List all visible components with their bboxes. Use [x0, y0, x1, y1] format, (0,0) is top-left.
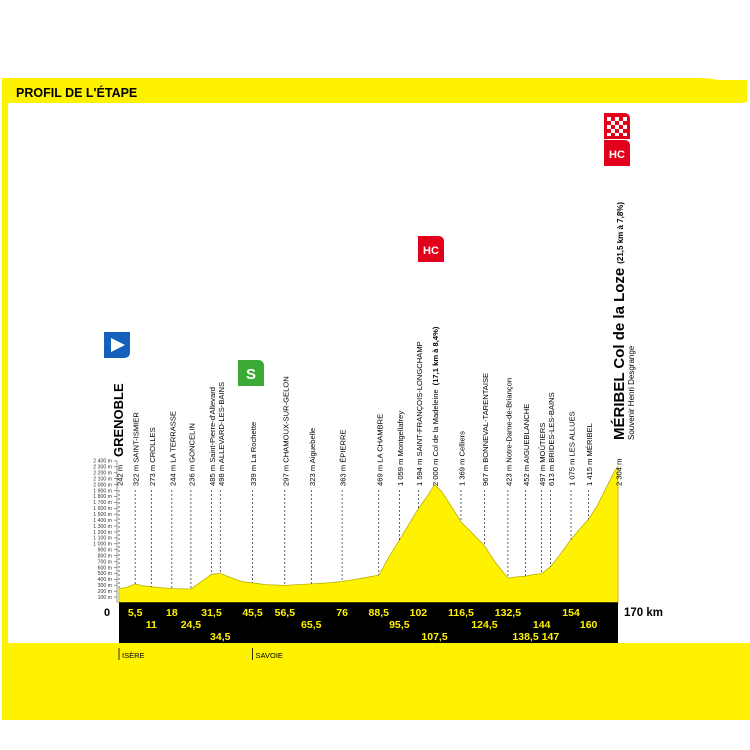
km-label: 65,5 [301, 619, 322, 631]
km-label: 88,5 [369, 607, 390, 619]
place-label: 322 m SAINT-ISMIER [132, 412, 141, 486]
place-label: 2 304 m [615, 459, 624, 486]
km-label: 34,5 [210, 631, 231, 643]
y-tick-label: 2 100 m [93, 476, 112, 482]
y-tick-label: 100 m [98, 595, 112, 601]
y-tick-label: 2 000 m [93, 482, 112, 488]
km-label: 24,5 [181, 619, 202, 631]
y-tick-label: 1 000 m [93, 542, 112, 548]
y-tick-label: 1 700 m [93, 500, 112, 506]
place-label: 967 m BONNEVAL-TARENTAISE [481, 373, 490, 486]
place-label: 242 m [116, 465, 125, 486]
km-label: 138,5 [512, 631, 538, 643]
profile-area [118, 465, 619, 604]
white-panel [8, 103, 750, 643]
place-label: 297 m CHAMOUX-SUR-GELON [281, 376, 290, 486]
km-label: 147 [542, 631, 560, 643]
km-label: 56,5 [275, 607, 296, 619]
place-label: 498 m ALLEVARD-LES-BAINS [217, 382, 226, 486]
region-label: SAVOIE [256, 651, 283, 660]
place-label: 1 059 m Montgellafrey [396, 411, 405, 486]
y-tick-label: 1 800 m [93, 494, 112, 500]
km-label: 5,5 [128, 607, 143, 619]
y-tick-label: 800 m [98, 553, 112, 559]
place-label: 469 m LA CHAMBRE [375, 414, 384, 486]
y-tick-label: 2 300 m [93, 465, 112, 471]
place-label: 1 594 m SAINT-FRANÇOIS-LONGCHAMP [415, 341, 424, 486]
hc-badge-loze-label: HC [609, 149, 625, 161]
y-tick-label: 900 m [98, 548, 112, 554]
km-label: 45,5 [242, 607, 263, 619]
hc-badge-loze: HC [604, 140, 630, 166]
km-label: 107,5 [421, 631, 447, 643]
place-label: 613 m BRIDES-LES-BAINS [547, 392, 556, 486]
place-label: 423 m Notre-Dame-de-Briançon [504, 378, 513, 486]
place-label: 1 369 m Celliers [458, 431, 467, 486]
finish-climb-detail: (21,5 km à 7,8%) [616, 202, 625, 264]
place-label: 323 m Aiguebelle [308, 428, 317, 486]
sprint-badge: S [238, 360, 264, 386]
page-title: PROFIL DE L'ÉTAPE [16, 85, 137, 100]
km-label: 11 [146, 619, 157, 631]
y-tick-label: 1 200 m [93, 530, 112, 536]
y-tick-label: 400 m [98, 577, 112, 583]
km-label: 132,5 [495, 607, 521, 619]
y-tick-label: 1 400 m [93, 518, 112, 524]
y-tick-label: 2 400 m [93, 459, 112, 465]
km-label: 160 [580, 619, 598, 631]
km-label: 31,5 [201, 607, 222, 619]
km-label: 102 [410, 607, 428, 619]
y-tick-label: 600 m [98, 565, 112, 571]
km-label: 144 [533, 619, 551, 631]
y-tick-label: 1 100 m [93, 536, 112, 542]
finish-flag-icon [604, 113, 630, 139]
km-band [119, 603, 618, 643]
region-labels: ISÈRE SAVOIE [118, 648, 283, 660]
place-label: 1 075 m LES ALLUES [568, 411, 577, 486]
place-label: 2 000 m Col de la Madeleine [431, 389, 440, 486]
km-label: 116,5 [448, 607, 474, 619]
y-tick-label: 700 m [98, 559, 112, 565]
y-tick-label: 1 500 m [93, 512, 112, 518]
place-label: 244 m LA TERRASSE [168, 411, 177, 486]
y-tick-label: 1 300 m [93, 524, 112, 530]
place-label: 273 m CROLLES [148, 427, 157, 486]
y-tick-label: 200 m [98, 589, 112, 595]
place-label: 363 m ÉPIERRE [339, 429, 348, 486]
y-tick-label: 500 m [98, 571, 112, 577]
finish-subtitle: Souvenir Henri Desgrange [627, 345, 636, 440]
climb-detail-label: (17,1 km à 8,4%) [431, 326, 440, 385]
start-town-label: GRENOBLE [111, 383, 126, 457]
y-tick-label: 1 600 m [93, 506, 112, 512]
hc-badge-madeleine-label: HC [423, 245, 439, 257]
place-leaders [118, 490, 589, 590]
y-tick-label: 300 m [98, 583, 112, 589]
header-bar [2, 80, 747, 102]
x-end-label: 170 km [624, 607, 663, 619]
sprint-badge-label: S [246, 366, 256, 383]
finish-name-label: MÉRIBEL Col de la Loze [611, 268, 628, 440]
place-label: 497 m MOÛTIERS [538, 423, 547, 486]
place-label: 236 m GONCELIN [187, 423, 196, 486]
km-label: 18 [166, 607, 178, 619]
km-label: 154 [562, 607, 580, 619]
y-tick-label: 1 900 m [93, 488, 112, 494]
place-label: 452 m AIGUEBLANCHE [522, 404, 531, 486]
km-label: 124,5 [471, 619, 497, 631]
place-labels: 242 m GRENOBLE 322 m SAINT-ISMIER 273 m CRO… [111, 202, 636, 486]
region-label: ISÈRE [122, 651, 145, 660]
x-start-label: 0 [104, 607, 110, 619]
y-tick-label: 2 200 m [93, 471, 112, 477]
hc-badge-madeleine: HC [418, 236, 444, 262]
start-arrow-icon [104, 332, 130, 358]
place-label: 1 415 m MÉRIBEL [585, 423, 594, 486]
place-label: 485 m Saint-Pierre-d'Allevard [208, 387, 217, 486]
km-label: 76 [336, 607, 348, 619]
place-label: 339 m La Rochette [249, 422, 258, 486]
km-label: 95,5 [389, 619, 410, 631]
